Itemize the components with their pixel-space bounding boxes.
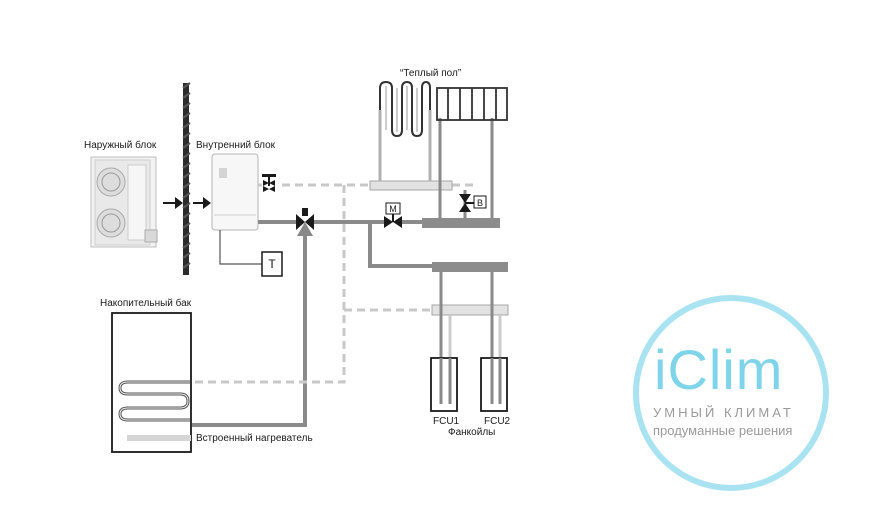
thermostat-box [261, 251, 283, 277]
storage-tank-label: Накопительный бак [100, 298, 192, 309]
radiator [436, 87, 508, 121]
fan-coils-label: Фанкойлы [448, 427, 496, 438]
storage-tank [111, 312, 192, 453]
flow-arrow [193, 197, 211, 209]
logo-tagline: УМНЫЙ КЛИМАТ [653, 405, 794, 420]
fcu1-label: FCU1 [433, 416, 460, 427]
bypass-valve-symbol: B [476, 198, 483, 208]
fancoil-unit-2 [480, 357, 508, 412]
bypass-valve [459, 194, 487, 212]
builtin-heater-label: Встроенный нагреватель [196, 433, 313, 444]
motor-valve-symbol: M [389, 204, 397, 214]
outdoor-unit [90, 156, 158, 248]
return-pipes [190, 183, 473, 384]
logo-slogan: продуманные решения [653, 423, 793, 438]
indoor-unit-label: Внутренний блок [196, 140, 276, 151]
logo-name: iClim [654, 338, 784, 401]
logo-ring [633, 295, 829, 491]
motor-valve [384, 202, 402, 228]
fancoil-supply-header [432, 262, 508, 272]
three-way-valve [296, 208, 314, 236]
shutoff-valve [262, 174, 276, 192]
flow-arrow [163, 197, 183, 209]
thermostat-symbol: T [268, 257, 276, 271]
floor-heating-manifold [369, 110, 500, 228]
supply-pipes [192, 220, 432, 427]
outdoor-unit-label: Наружный блок [84, 140, 157, 151]
indoor-unit [211, 153, 259, 231]
floor-heating-label: “Теплый пол” [400, 68, 462, 79]
thermostat-wire [219, 230, 262, 265]
floor-heating-coil [379, 80, 431, 138]
building-wall [182, 82, 191, 275]
fcu2-label: FCU2 [484, 416, 511, 427]
fancoil-unit-1 [430, 357, 458, 412]
fancoil-return-header [431, 304, 509, 316]
